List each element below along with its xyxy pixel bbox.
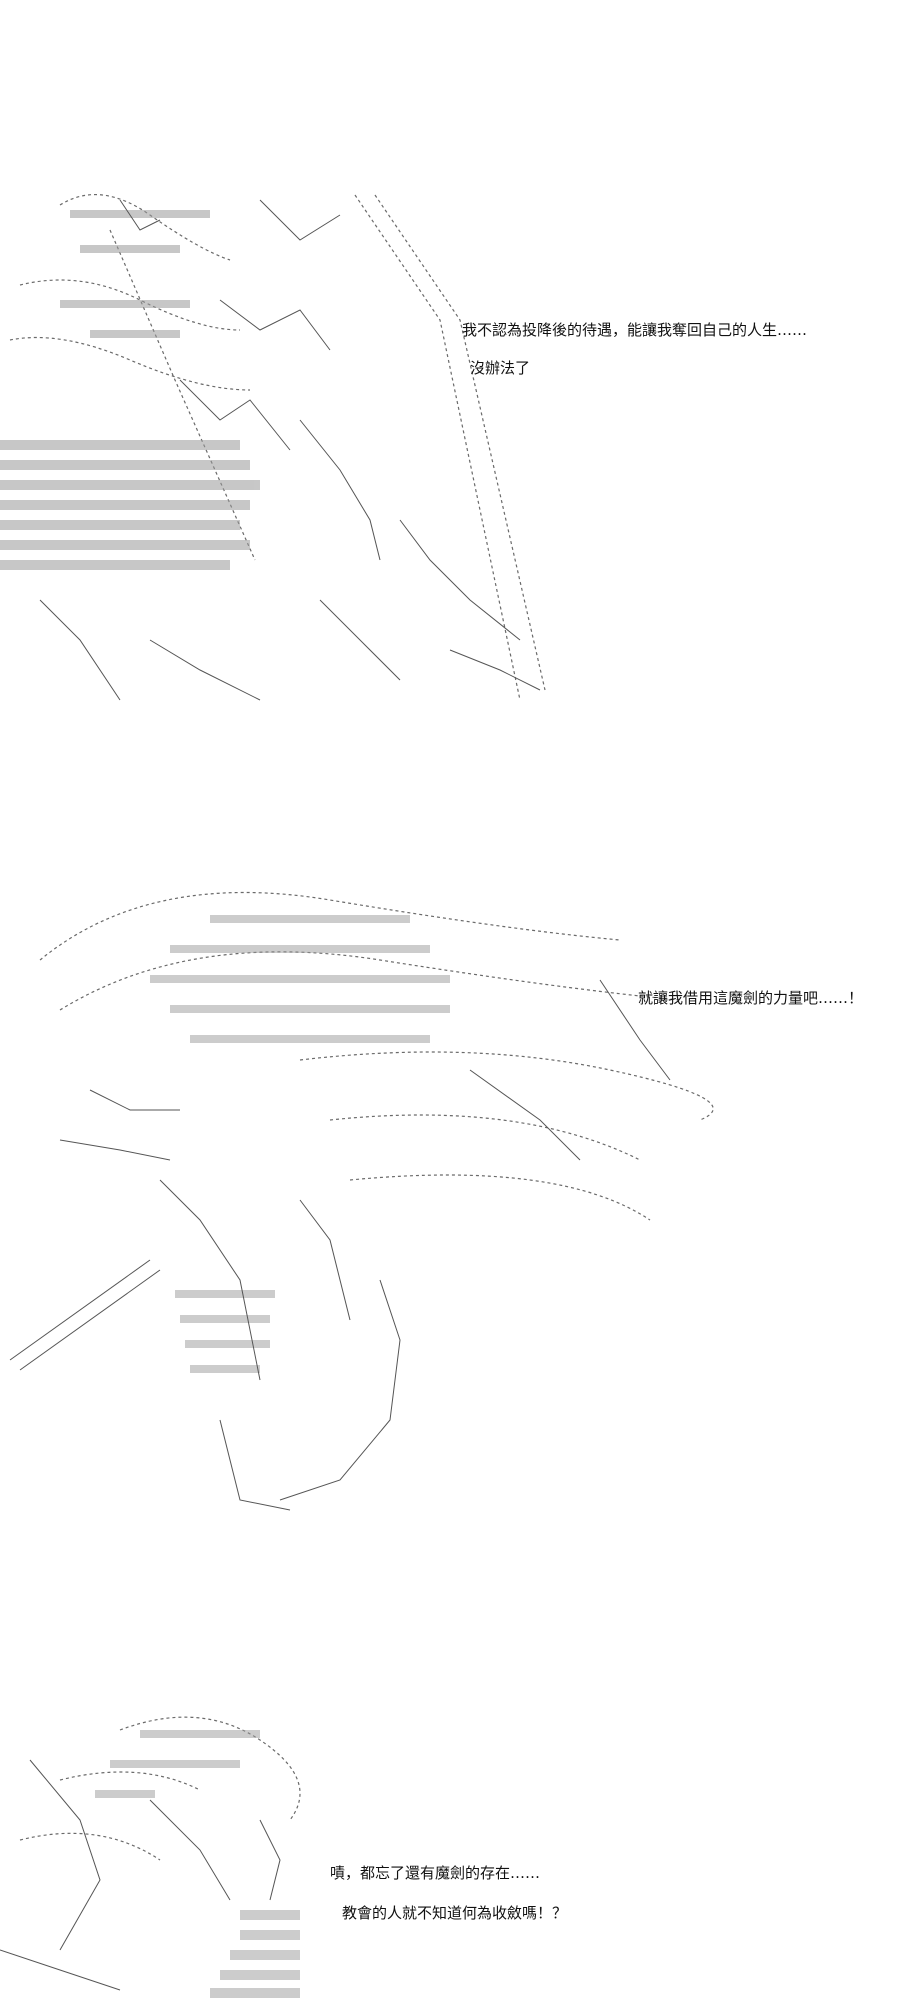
dialogue-line: 嘖，都忘了還有魔劍的存在…… [330, 1864, 541, 1882]
ascii-art-figure-3 [0, 1716, 301, 1998]
dialogue-line: 就讓我借用這魔劍的力量吧……！ [638, 989, 864, 1007]
ascii-art-figure-1 [0, 194, 546, 701]
panel-2: 就讓我借用這魔劍的力量吧……！ [0, 860, 906, 1520]
dialogue-line: 沒辦法了 [470, 359, 531, 377]
panel-1: 我不認為投降後的待遇，能讓我奪回自己的人生…… 沒辦法了 [0, 0, 906, 720]
ascii-art-figure-2 [9, 891, 714, 1511]
dialogue-line: 我不認為投降後的待遇，能讓我奪回自己的人生…… [462, 321, 808, 339]
dialogue-line: 教會的人就不知道何為收斂嗎！？ [342, 1904, 568, 1922]
panel-3: 嘖，都忘了還有魔劍的存在…… 教會的人就不知道何為收斂嗎！？ [0, 1700, 906, 2000]
